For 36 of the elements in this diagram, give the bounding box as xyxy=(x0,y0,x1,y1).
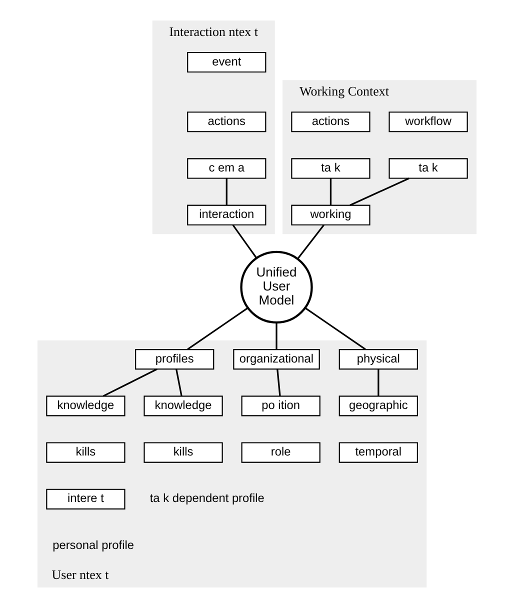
connector xyxy=(226,178,228,206)
node-box: physical xyxy=(338,349,418,370)
connector xyxy=(232,224,258,258)
node-box: knowledge xyxy=(46,396,126,416)
node-box: temporal xyxy=(338,442,418,463)
node-box: actions xyxy=(187,112,266,132)
connector xyxy=(187,307,248,350)
node-box: workflow xyxy=(388,112,468,132)
connector xyxy=(102,368,158,397)
node-box: actions xyxy=(291,112,370,132)
node-box: organizational xyxy=(233,349,320,370)
node-box: kills xyxy=(144,442,223,463)
node-box: c em a xyxy=(187,158,266,179)
connector xyxy=(330,178,332,206)
node-box: intere t xyxy=(46,488,126,510)
connector xyxy=(176,369,182,396)
node-box: working xyxy=(291,204,370,226)
node-box: role xyxy=(241,442,320,463)
connector xyxy=(304,307,366,350)
node-label: ta k dependent profile xyxy=(150,491,264,506)
connector xyxy=(276,322,278,350)
node-box: interaction xyxy=(187,204,266,226)
node-box: profiles xyxy=(135,349,214,370)
connector xyxy=(350,178,410,206)
node-box: event xyxy=(187,52,266,73)
connector xyxy=(296,224,324,260)
node-box: kills xyxy=(46,442,126,463)
node-box: ta k xyxy=(388,158,468,179)
connector xyxy=(378,369,380,396)
node-box: knowledge xyxy=(144,396,223,416)
node-box: ta k xyxy=(291,158,370,179)
node-box: geographic xyxy=(338,396,418,416)
connector xyxy=(276,369,281,396)
node-box: po ition xyxy=(241,396,320,416)
node-label: personal profile xyxy=(52,538,134,552)
node-circle: Unified User Model xyxy=(240,250,313,324)
